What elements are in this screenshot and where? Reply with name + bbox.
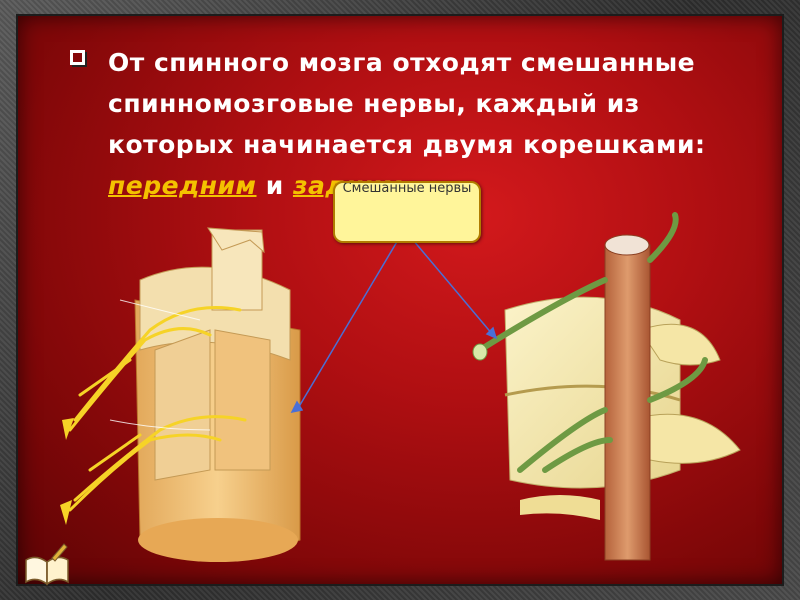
spinal-cord-segment-illustration	[60, 227, 301, 562]
vertebrae-illustration	[472, 212, 741, 561]
open-book-icon	[25, 543, 69, 586]
text-part-2: и	[256, 171, 293, 200]
text-part-1: От спинного мозга отходят смешанные спин…	[108, 48, 706, 159]
mixed-nerves-callout: Смешанные нервы	[333, 181, 481, 243]
callout-label: Смешанные нервы	[342, 181, 472, 196]
callout-arrows	[290, 239, 498, 414]
highlight-front-root: передним	[108, 171, 257, 200]
square-bullet-icon	[70, 50, 85, 65]
